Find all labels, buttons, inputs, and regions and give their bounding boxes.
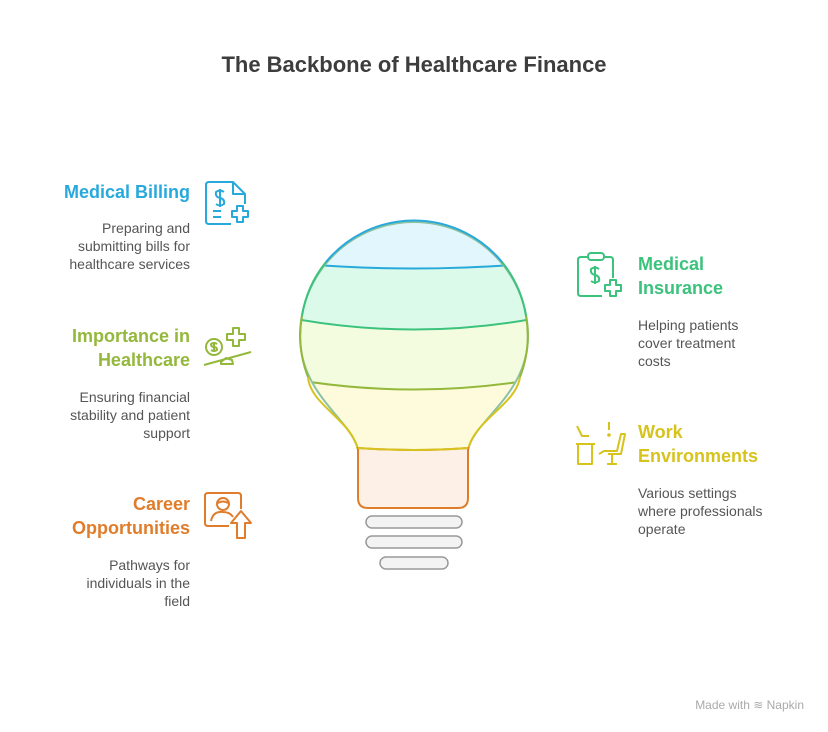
napkin-logo-icon: ≋ — [753, 698, 764, 712]
clipboard-dollar-icon — [577, 252, 622, 297]
billing-heading: Medical Billing — [63, 182, 190, 202]
bulb-band-billing — [300, 222, 528, 269]
bulb-band-insurance — [300, 262, 528, 330]
bulb-thread — [365, 535, 463, 549]
workspace-icon — [576, 422, 626, 465]
career-growth-icon — [204, 492, 252, 539]
bulb-band-importance — [300, 316, 528, 390]
footer-credit: Made with ≋ Napkin — [695, 698, 804, 712]
bulb-thread — [379, 556, 449, 570]
page-title: The Backbone of Healthcare Finance — [221, 52, 607, 77]
bulb-thread — [365, 515, 463, 529]
balance-scale-icon — [203, 327, 252, 366]
medical-bill-icon — [205, 181, 249, 225]
bulb-base-career — [357, 446, 469, 509]
